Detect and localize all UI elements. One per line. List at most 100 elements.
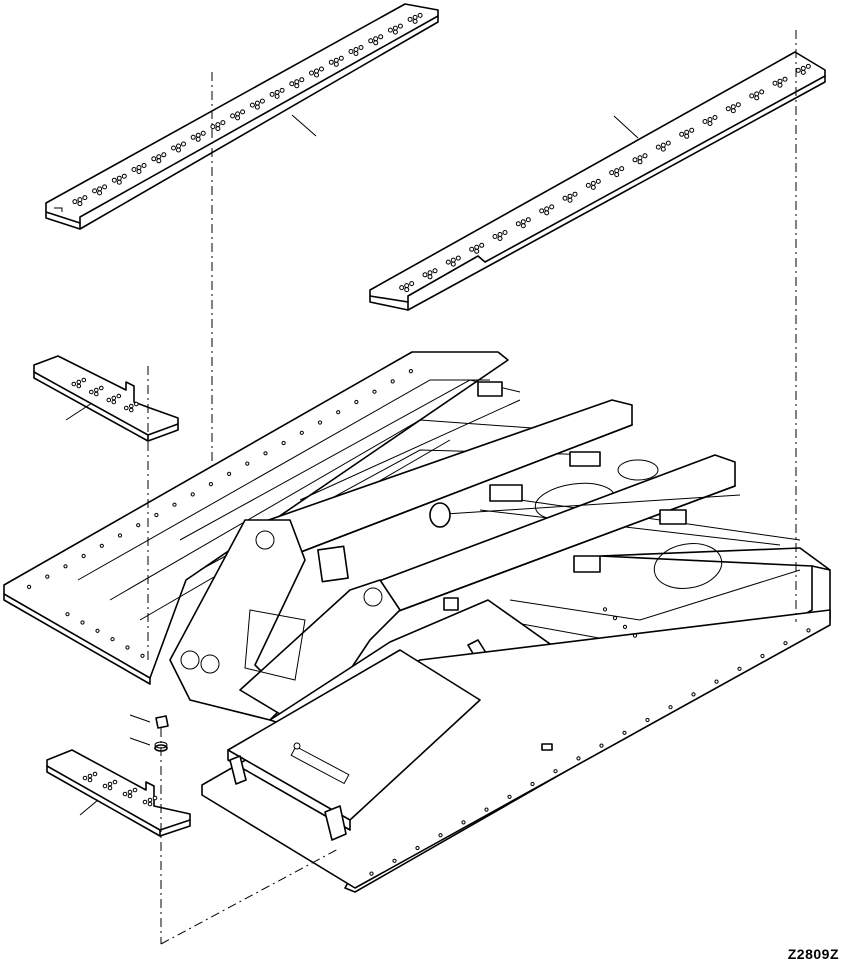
bolt-hole <box>92 188 98 194</box>
bolt-hole <box>111 395 117 401</box>
bolt-hole <box>725 106 731 112</box>
assembly-centerlines <box>147 30 797 945</box>
bolt-hole <box>520 219 526 225</box>
bolt-hole <box>127 793 133 799</box>
bolt-hole <box>77 201 83 207</box>
bolt-hole <box>136 165 142 170</box>
bolt-hole <box>181 141 186 147</box>
bolt-hole <box>390 379 395 384</box>
bolt-hole <box>562 195 568 201</box>
bolt-hole <box>576 756 581 761</box>
bolt-hole <box>805 63 811 69</box>
bolt-hole <box>497 236 503 241</box>
side-bracket-upper <box>33 355 179 442</box>
bolt-hole <box>121 173 127 179</box>
bolt-hole <box>492 234 498 239</box>
bolt-hole <box>730 104 736 110</box>
bolt-hole <box>590 184 596 190</box>
bolt-hole <box>445 259 451 265</box>
bolt-hole <box>637 159 643 165</box>
bolt-hole <box>549 204 555 210</box>
bolt-hole <box>777 78 783 84</box>
bolt-hole <box>151 156 157 162</box>
bolt-hole <box>622 730 627 735</box>
bolt-hole <box>474 244 480 250</box>
bolt-hole <box>136 169 142 174</box>
bolt-hole <box>106 397 112 403</box>
bolt-hole <box>484 807 489 812</box>
bolt-hole <box>190 492 195 497</box>
bolt-hole <box>800 69 806 75</box>
bolt-hole <box>111 177 117 183</box>
bolt-hole <box>438 833 443 838</box>
bolt-hole <box>759 89 765 95</box>
bolt-hole <box>131 167 137 172</box>
bolt-hole <box>567 193 573 199</box>
bolt-hole <box>235 115 241 121</box>
bolt-hole <box>92 771 98 777</box>
bolt-hole <box>450 261 456 267</box>
bolt-hole <box>353 51 359 56</box>
bolt-hole <box>227 471 232 476</box>
bolt-hole <box>427 274 433 280</box>
bolt-hole <box>595 178 601 184</box>
bolt-hole <box>172 502 177 507</box>
bolt-hole <box>176 147 181 153</box>
bolt-hole <box>684 133 690 139</box>
bolt-hole <box>147 797 153 803</box>
bolt-hole <box>107 785 113 791</box>
bolt-hole <box>65 612 70 617</box>
bolt-hole <box>319 66 324 72</box>
bolt-hole <box>171 145 176 151</box>
bolt-hole <box>102 783 108 789</box>
bolt-hole <box>373 36 379 42</box>
leader-line <box>65 402 93 421</box>
bolt-hole <box>147 801 153 807</box>
bolt-hole <box>679 131 685 137</box>
bolt-hole <box>655 144 661 150</box>
bolt-hole <box>161 152 167 158</box>
bolt-hole <box>97 186 103 192</box>
bolt-hole <box>469 246 475 252</box>
bolt-hole <box>127 789 133 795</box>
bolt-hole <box>432 268 438 274</box>
bolt-hole <box>200 130 206 136</box>
bolt-hole <box>707 117 713 122</box>
bolt-hole <box>539 208 545 214</box>
bolt-hole <box>689 127 695 133</box>
bolt-hole <box>412 14 418 20</box>
bolt-hole <box>455 255 461 261</box>
bolt-hole <box>461 820 466 825</box>
bolt-hole <box>777 82 783 88</box>
bolt-hole <box>294 83 300 89</box>
bolt-hole <box>387 27 393 33</box>
bolt-hole <box>89 389 94 395</box>
bolt-hole <box>125 645 130 650</box>
bolt-hole <box>338 55 344 61</box>
bolt-hole <box>249 102 255 108</box>
bolt-hole <box>102 184 108 190</box>
bolt-hole <box>77 197 83 203</box>
leader-line <box>129 737 151 746</box>
frame-hole-pattern <box>27 369 811 876</box>
bolt-hole <box>235 111 241 117</box>
bolt-hole <box>112 779 118 785</box>
bolt-hole <box>317 420 323 425</box>
side-bracket-lower <box>46 749 191 837</box>
bolt-hole <box>760 653 765 659</box>
bolt-hole <box>373 40 379 46</box>
bolt-hole <box>772 80 778 86</box>
bolt-hole <box>702 119 708 124</box>
bolt-hole <box>210 124 216 130</box>
bolt-hole <box>116 179 122 185</box>
bolt-hole <box>94 391 99 397</box>
bolt-hole <box>134 401 139 407</box>
bolt-hole <box>87 777 93 783</box>
bolt-hole <box>76 379 82 385</box>
bolt-hole <box>668 705 673 710</box>
bolt-hole <box>358 45 364 50</box>
bolt-hole <box>544 210 550 216</box>
bolt-hole <box>782 76 788 82</box>
bolt-hole <box>116 175 122 181</box>
bolt-hole <box>520 223 526 229</box>
